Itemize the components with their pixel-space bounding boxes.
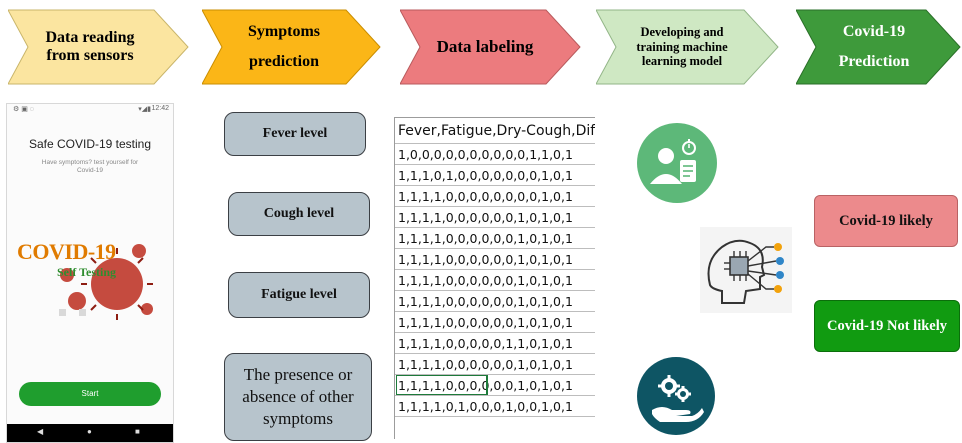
phone-screenshot: ⚙ ▣ ◌ ▾◢▮ 12:42 Safe COVID-19 testing Ha… xyxy=(6,103,174,443)
logo-title: COVID-19 xyxy=(17,239,116,264)
table-row: 1,1,1,1,0,0,0,0,0,0,1,0,1,0,1 xyxy=(395,270,595,291)
covid-logo: COVID-19 Self Testing xyxy=(7,229,175,339)
gears-hand-icon xyxy=(636,356,716,436)
app-subtitle: Have symptoms? test yourself for Covid-1… xyxy=(7,159,173,176)
stage-label-line: prediction xyxy=(249,53,319,70)
table-header: Fever,Fatigue,Dry-Cough,Difficulty-in-Br… xyxy=(395,118,595,144)
table-row: 1,1,1,0,1,0,0,0,0,0,0,0,1,0,1 xyxy=(395,165,595,186)
back-icon[interactable]: ◀ xyxy=(37,427,44,436)
stage-label-line: Prediction xyxy=(838,53,910,70)
stage-data-labeling: Data labeling xyxy=(400,6,582,88)
prediction-likely-box: Covid-19 likely xyxy=(814,195,958,247)
stage-label-line: Data labeling xyxy=(436,37,534,57)
stage-label-line: training machine xyxy=(636,39,728,54)
subtitle-line: Covid-19 xyxy=(76,167,103,175)
stage-label-line: Data reading xyxy=(45,28,135,46)
status-time: 12:42 xyxy=(151,105,169,112)
selected-cell[interactable] xyxy=(396,375,488,395)
stage-model-training: Developing and training machine learning… xyxy=(596,6,780,88)
prediction-not-likely-box: Covid-19 Not likely xyxy=(814,300,960,352)
ai-brain-icon xyxy=(700,227,792,313)
virus-illustration xyxy=(59,244,153,320)
symptom-box-other: The presence or absence of other symptom… xyxy=(224,353,372,441)
symptom-box-fatigue: Fatigue level xyxy=(228,272,370,318)
stage-label-line: Developing and xyxy=(640,25,724,40)
stage-label-line: Covid-19 xyxy=(842,22,906,40)
table-row: 1,0,0,0,0,0,0,0,0,0,0,1,1,0,1 xyxy=(395,144,595,165)
labeled-data-table: Fever,Fatigue,Dry-Cough,Difficulty-in-Br… xyxy=(394,117,595,439)
table-row: 1,1,1,1,0,0,0,0,0,0,1,0,1,0,1 xyxy=(395,354,595,375)
start-button[interactable]: Start xyxy=(19,382,161,406)
stage-covid-prediction: Covid-19 Prediction xyxy=(796,6,962,88)
table-row: 1,1,1,1,0,0,0,0,0,0,0,0,1,0,1 xyxy=(395,186,595,207)
table-row: 1,1,1,1,0,0,0,0,0,0,1,0,1,0,1 xyxy=(395,249,595,270)
doctor-icon xyxy=(636,122,718,204)
table-row: 1,1,1,1,0,0,0,0,0,0,1,0,1,0,1 xyxy=(395,228,595,249)
stage-data-reading: Data reading from sensors xyxy=(8,6,190,88)
stage-label-line: Symptoms xyxy=(247,22,320,40)
android-nav-bar: ◀ ● ■ xyxy=(7,424,173,442)
table-row: 1,1,1,1,0,0,0,0,0,0,1,0,1,0,1 xyxy=(395,207,595,228)
stage-label-line: from sensors xyxy=(46,47,134,64)
signal-icon: ▾◢▮ xyxy=(138,106,151,113)
stage-symptoms-prediction: Symptoms prediction xyxy=(202,6,382,88)
status-icons: ⚙ ▣ ◌ xyxy=(13,106,34,113)
app-title: Safe COVID-19 testing xyxy=(28,137,152,151)
table-row: 1,1,1,1,0,0,0,0,0,0,1,0,1,0,1 xyxy=(395,291,595,312)
home-icon[interactable]: ● xyxy=(87,427,92,436)
table-row: 1,1,1,1,0,1,0,0,0,1,0,0,1,0,1 xyxy=(395,396,595,417)
table-row: 1,1,1,1,0,0,0,0,0,0,1,0,1,0,1 xyxy=(395,312,595,333)
stage-label-line: learning model xyxy=(641,54,723,69)
status-bar: ⚙ ▣ ◌ ▾◢▮ 12:42 xyxy=(7,104,173,116)
subtitle-line: Have symptoms? test yourself for xyxy=(41,159,139,166)
logo-subtitle: Self Testing xyxy=(57,265,117,279)
symptom-box-cough: Cough level xyxy=(228,192,370,236)
symptom-box-fever: Fever level xyxy=(224,112,366,156)
table-row: 1,1,1,1,0,0,0,0,0,0,1,0,1,0,1 xyxy=(395,375,595,396)
table-row: 1,1,1,1,0,0,0,0,0,1,1,0,1,0,1 xyxy=(395,333,595,354)
recents-icon[interactable]: ■ xyxy=(135,427,140,436)
